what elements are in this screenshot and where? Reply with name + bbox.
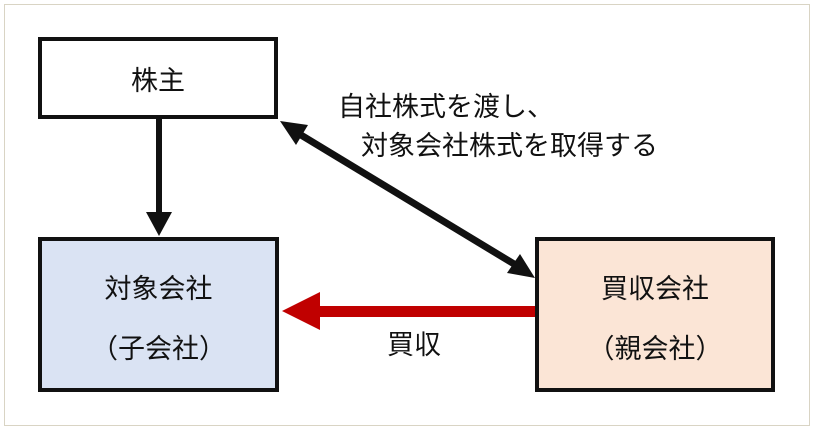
target-company-label: 対象会社 (104, 274, 213, 305)
acquisition-arrow (282, 292, 535, 330)
shareholder-label: 株主 (131, 65, 185, 97)
shareholder-box: 株主 (38, 37, 278, 119)
target-company-box: 対象会社 （子会社） (38, 237, 279, 392)
acquiring-company-box: 買収会社 （親会社） (535, 237, 775, 392)
acquisition-caption: 買収 (387, 330, 441, 361)
share-exchange-caption-line2: 対象会社株式を取得する (361, 131, 658, 162)
share-exchange-caption-line1: 自社株式を渡し、 (338, 92, 554, 123)
target-company-sublabel: （子会社） (91, 334, 226, 365)
acquiring-company-label: 買収会社 (601, 274, 709, 305)
acquiring-company-sublabel: （親会社） (587, 334, 723, 365)
share-exchange-double-arrow (280, 121, 535, 278)
shareholder-to-target-arrow (146, 119, 172, 236)
